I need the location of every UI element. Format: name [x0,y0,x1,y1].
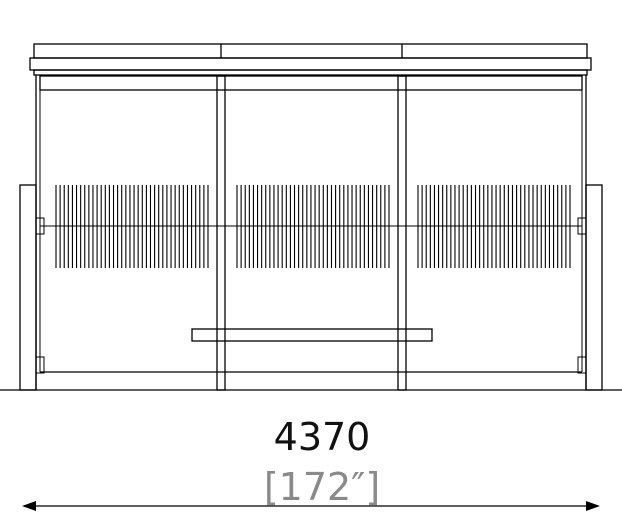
roof-beam [33,69,588,76]
middle-post-right [397,75,407,391]
dimension-arrow-right [586,501,600,511]
dimension-metric-label: 4370 [274,415,371,459]
roof-top-panel [33,43,588,59]
top-rail [39,75,583,91]
right-lower-clamp [577,356,587,374]
middle-post-left [216,75,226,391]
left-lower-clamp [35,356,45,374]
dimension-imperial-label: [172″] [264,465,380,509]
dimension: 4370 [172″] [22,415,600,511]
roof-fascia [29,57,592,71]
roof [29,43,592,76]
right-end-wall [585,184,603,391]
dimension-arrow-left [22,501,36,511]
left-end-wall [19,184,37,391]
frame [35,75,587,391]
bench-seat [191,328,433,342]
